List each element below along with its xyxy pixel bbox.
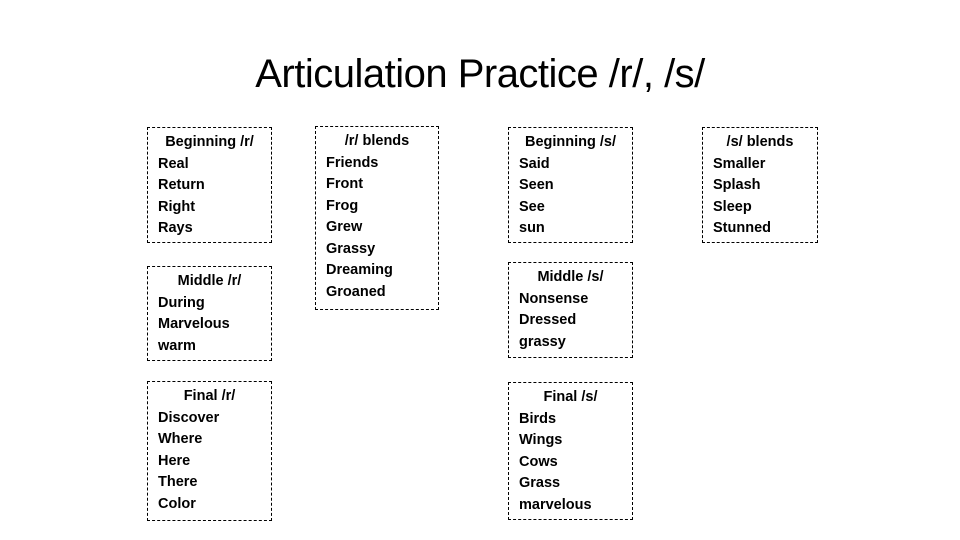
word-item: warm [158,337,196,354]
word-item: Friends [326,154,379,171]
word-item: Rays [158,220,193,236]
word-item: sun [519,220,545,236]
word-item: Wings [519,432,563,448]
word-item: Sleep [713,198,752,215]
word-item: There [158,474,198,490]
box-header: Beginning /s/ [524,134,617,150]
word-item: During [158,294,205,311]
box-header: Final /s/ [543,389,598,405]
word-item: Discover [158,409,220,426]
word-item: Smaller [713,155,766,172]
box-header: Middle /r/ [177,273,242,289]
word-item: Seen [519,177,554,193]
word-item: grassy [519,333,566,350]
word-item: Marvelous [158,316,230,332]
word-item: Real [158,155,189,172]
word-item: Grass [519,475,561,491]
word-item: Dressed [519,312,577,328]
box-header: Middle /s/ [537,269,604,285]
word-item: Frog [326,197,359,214]
word-item: Splash [713,177,761,193]
word-item: See [519,198,545,215]
word-item: Where [158,431,203,447]
word-item: Cows [519,453,558,470]
word-item: Front [326,176,364,192]
slide-title: Articulation Practice /r/, /s/ [255,52,705,96]
word-item: marvelous [519,496,592,513]
word-item: Groaned [326,283,386,300]
word-item: Birds [519,410,557,427]
box-header: Beginning /r/ [165,134,254,150]
box-header: /r/ blends [344,133,410,149]
word-item: Return [158,177,205,193]
word-item: Color [158,495,196,512]
box-header: /s/ blends [726,134,794,150]
word-item: Grew [326,219,363,235]
word-item: Dreaming [326,262,393,278]
box-header: Final /r/ [183,388,236,404]
word-item: Stunned [713,220,771,236]
word-item: Nonsense [519,290,589,307]
word-item: Said [519,155,550,172]
word-item: Right [158,198,196,215]
word-item: Grassy [326,240,376,257]
word-item: Here [158,452,191,469]
